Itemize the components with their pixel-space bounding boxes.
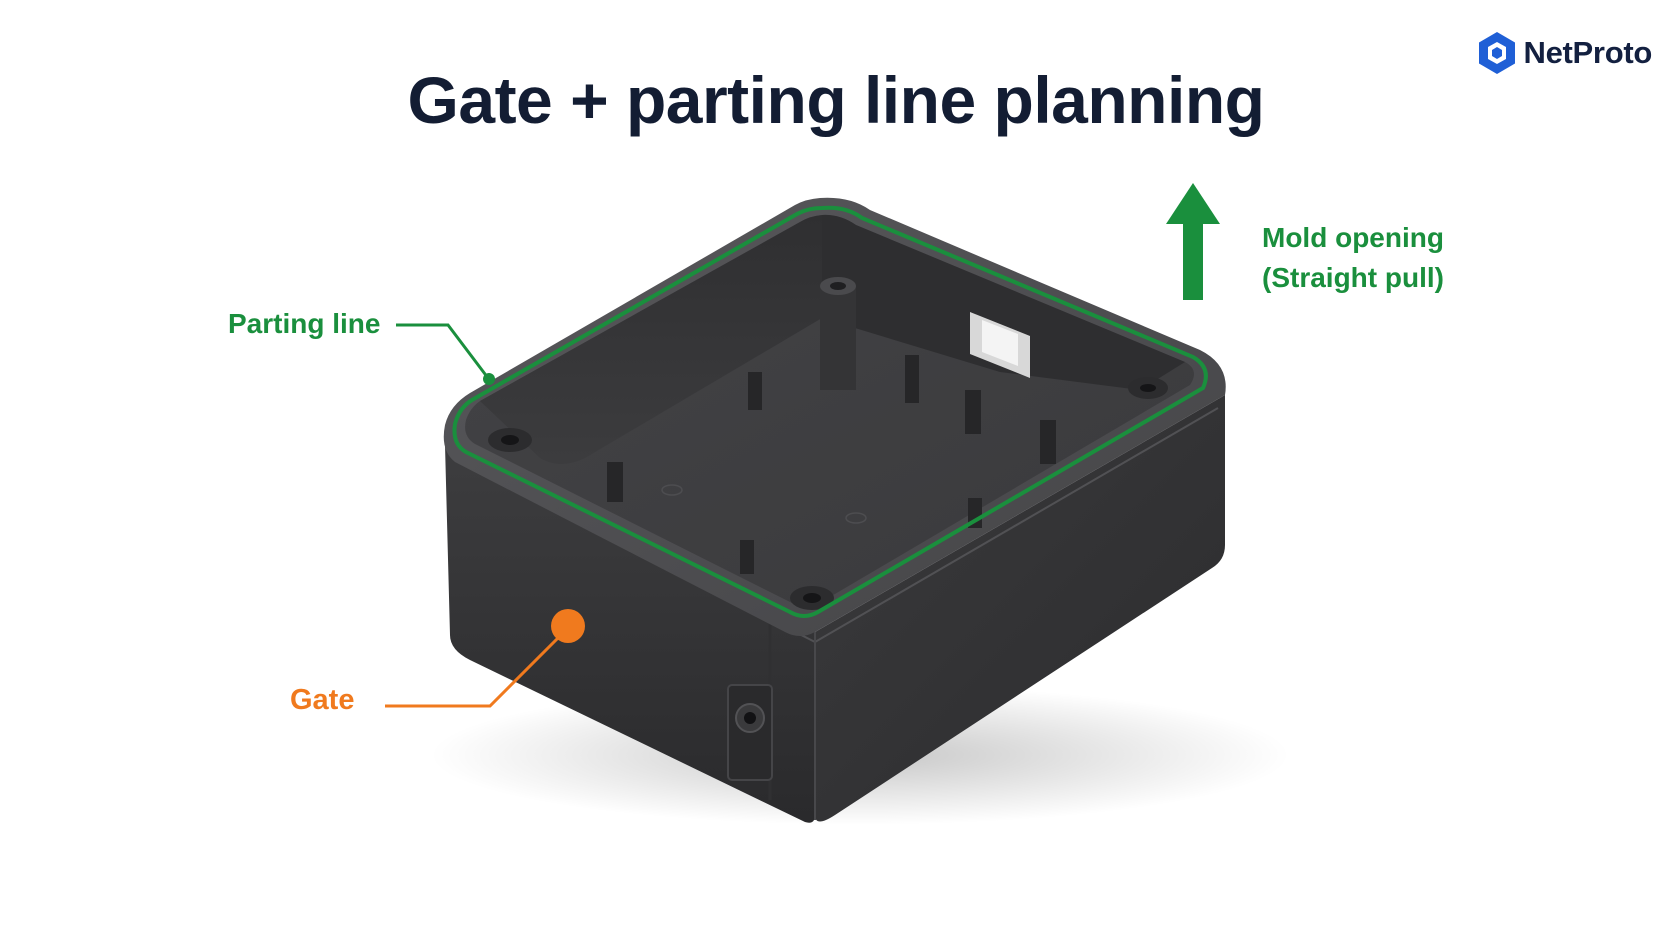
hexagon-cube-icon: [1478, 32, 1515, 74]
enclosure-inner-wall-right: [822, 214, 1185, 390]
parting-line-loop: [452, 205, 1208, 618]
brand-logo: NetProto: [1476, 30, 1653, 76]
enclosure-front-face: [445, 445, 815, 823]
enclosure-inner-wall-left: [480, 215, 822, 464]
mold-opening-line2: (Straight pull): [1262, 262, 1444, 293]
page-title: Gate + parting line planning: [407, 63, 1265, 137]
parting-line-label: Parting line: [228, 308, 381, 339]
brand-name: NetProto: [1523, 35, 1653, 70]
enclosure-right-face: [815, 395, 1225, 822]
arrow-up-icon: [1166, 183, 1220, 300]
gate-leader: [385, 634, 562, 708]
mold-opening-line1: Mold opening: [1262, 222, 1444, 253]
parting-line-leader: [396, 323, 490, 379]
side-port: [727, 684, 773, 781]
gate-label: Gate: [290, 684, 355, 716]
parting-line-dot: [483, 373, 495, 385]
mold-opening-label: Mold opening (Straight pull): [1262, 218, 1444, 298]
dot-marker-icon: [551, 609, 585, 643]
floor-features: [488, 277, 1168, 610]
